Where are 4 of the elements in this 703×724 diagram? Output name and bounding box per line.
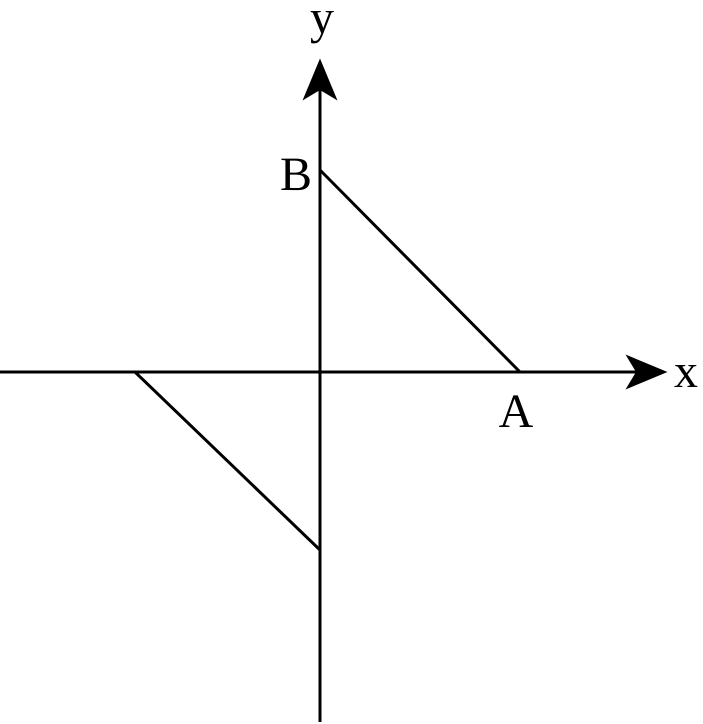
axis-label: y [310, 0, 334, 42]
point-label: B [280, 151, 312, 199]
point-label: A [498, 388, 534, 436]
axis-label: x [674, 348, 698, 396]
